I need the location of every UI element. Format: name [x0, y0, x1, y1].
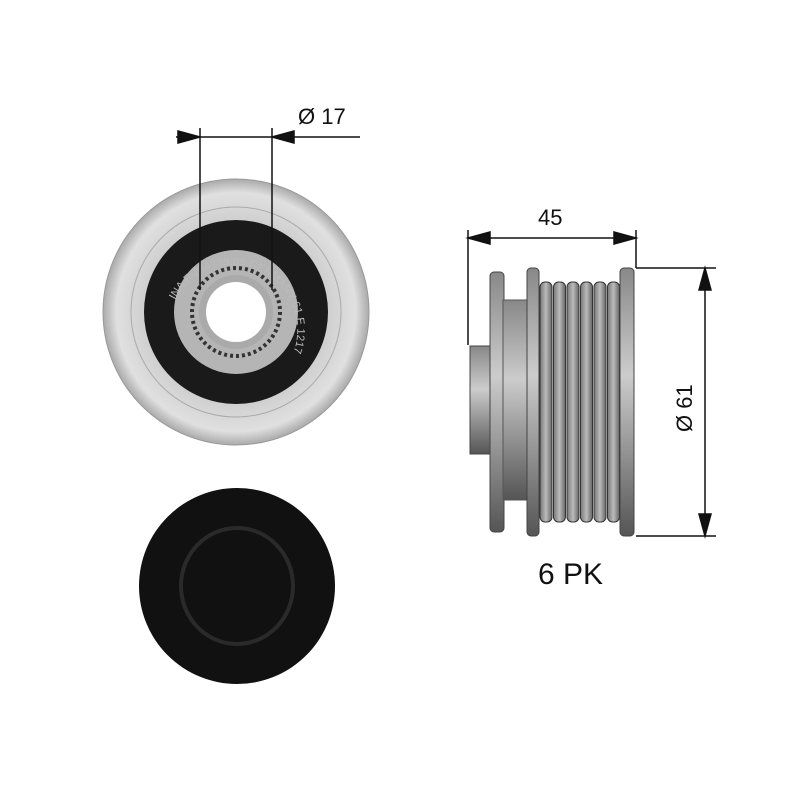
outer-diameter-label: Ø 61 [672, 384, 697, 432]
pulley-front-view: INA F-234739.05 GERMANY 61 E 1217 [102, 178, 370, 446]
pulley-side-view [469, 267, 635, 537]
bore-dimension [176, 128, 360, 290]
bore-diameter-label: Ø 17 [298, 104, 346, 129]
belt-profile-label: 6 PK [538, 558, 603, 591]
belt-rib [607, 281, 620, 523]
width-label: 45 [538, 205, 562, 230]
belt-rib [566, 281, 580, 523]
dust-cap [139, 488, 335, 684]
belt-rib [553, 281, 566, 523]
belt-rib [593, 281, 607, 523]
belt-rib [539, 281, 553, 523]
outer-diameter-dimension [636, 265, 716, 539]
belt-rib [580, 281, 593, 523]
width-dimension [465, 230, 639, 345]
